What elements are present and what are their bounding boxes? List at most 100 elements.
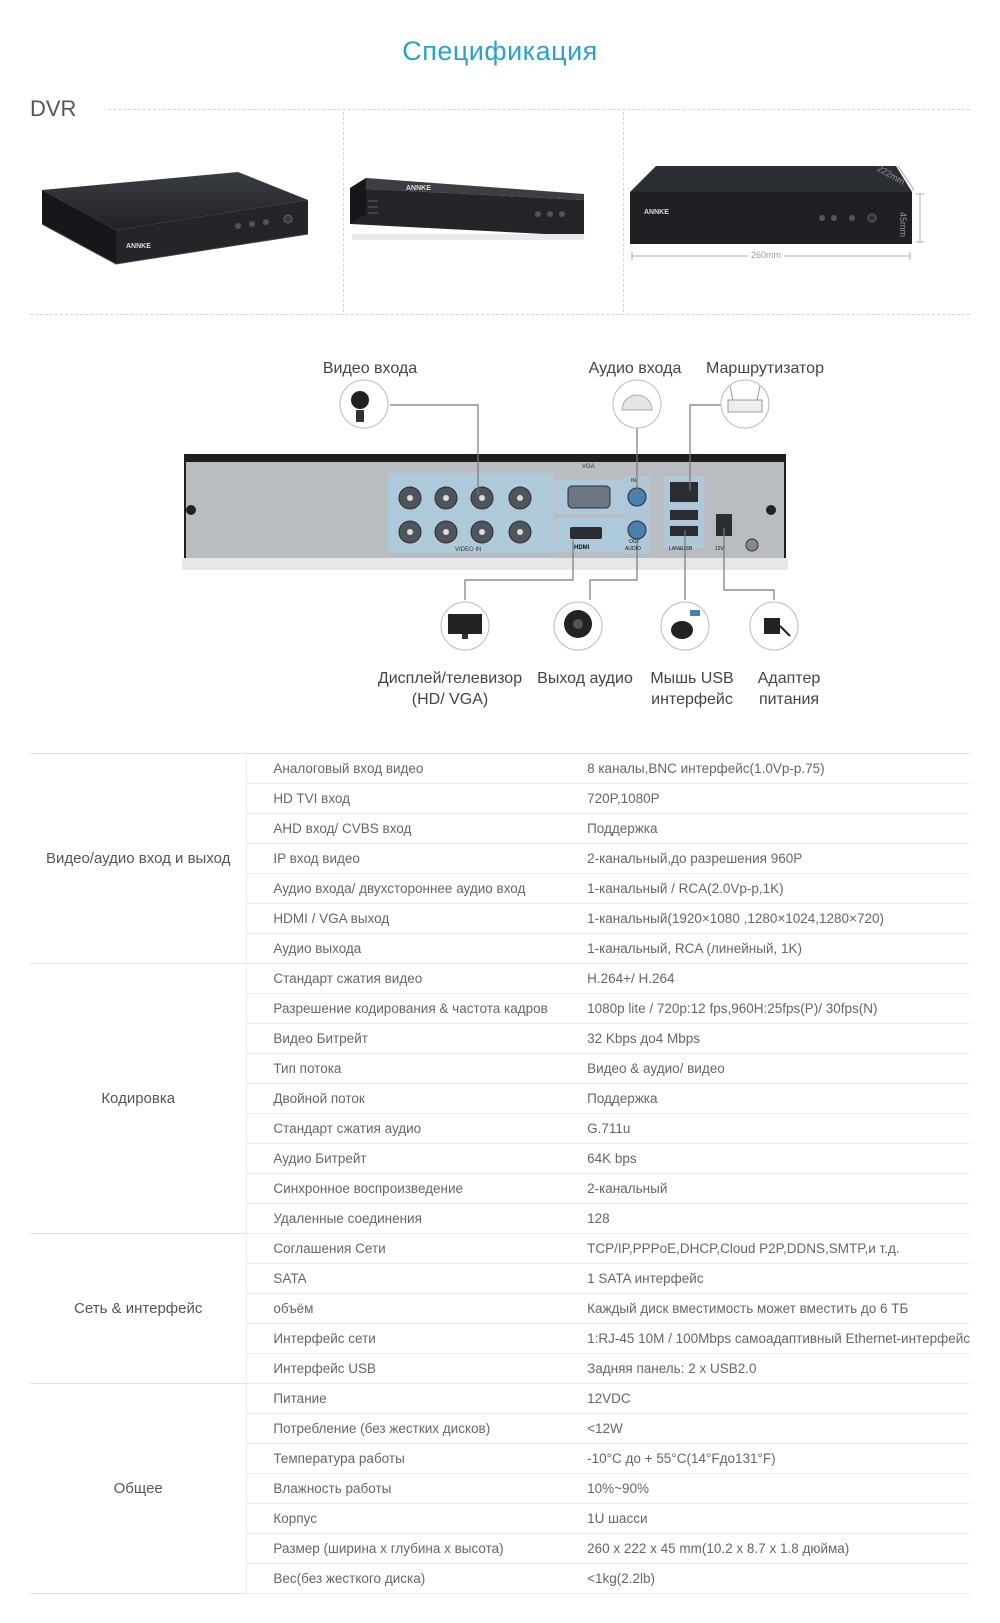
port-label-hdmi: HDMI [574,545,590,551]
spec-param: Аудио Битрейт [246,1143,588,1174]
table-row: Потребление (без жестких дисков)<12W [30,1413,970,1444]
label-audio-output-line1: Выход аудио [537,670,633,687]
divider [623,112,624,312]
spec-param: Температура работы [246,1443,588,1474]
spec-value: <12W [587,1413,970,1444]
dvr-photo-dimensions: ANNKE [630,165,924,260]
spec-category: Сеть & интерфейс [30,1233,248,1384]
vga-port [567,485,611,509]
spec-param: AHD вход/ CVBS вход [246,813,588,844]
spec-value: H.264+/ H.264 [587,963,970,994]
spec-param: Удаленные соединения [246,1203,588,1234]
spec-value: 128 [587,1203,970,1234]
camera-icon [339,379,389,429]
spec-value: TCP/IP,PPPoE,DHCP,Cloud P2P,DDNS,SMTP,и … [587,1233,970,1264]
spec-value: 1-канальный / RCA(2.0Vp-p,1K) [587,873,970,904]
divider [30,314,970,315]
spec-param: Питание [246,1383,588,1414]
spec-value: <1kg(2.2lb) [587,1563,970,1594]
spec-value: 260 x 222 x 45 mm(10.2 x 8.7 x 1.8 дюйма… [587,1533,970,1564]
spec-value: 1-канальный(1920×1080 ,1280×1024,1280×72… [587,903,970,934]
spec-value: 1U шасси [587,1503,970,1534]
spec-category: Общее [30,1383,248,1594]
port-label-out: OUT [629,539,640,545]
spec-param: Интерфейс сети [246,1323,588,1354]
brand-logo: ANNKE [406,185,431,192]
label-audio-input: Аудио входа [588,360,682,377]
spec-param: IP вход видео [246,843,588,874]
spec-param: HDMI / VGA выход [246,903,588,934]
spec-param: Видео Битрейт [246,1023,588,1054]
label-display: Дисплей/телевизор (HD/ VGA) [370,668,530,710]
port-label-audio: AUDIO [625,546,641,552]
dimension-height: 45mm [898,212,908,238]
spec-param: Стандарт сжатия видео [246,963,588,994]
spec-param: Аналоговый вход видео [246,753,588,784]
label-audio-output: Выход аудио [530,668,640,689]
table-row: Температура работы-10°C до + 55°C(14°Fдо… [30,1443,970,1474]
label-usb-mouse-line1: Мышь USB [650,670,734,687]
connection-diagram [182,379,799,651]
port-label-video-in: VIDEO IN [455,547,482,553]
mouse-icon [660,601,710,651]
spec-value: 1080p lite / 720p:12 fps,960H:25fps(P)/ … [587,993,970,1024]
port-label-lan-usb: LAN&USB [669,546,693,552]
usb-port [670,510,698,520]
power-port [716,514,732,536]
spec-param: Аудио входа/ двухстороннее аудио вход [246,873,588,904]
spec-value: 1 SATA интерфейс [587,1263,970,1294]
spec-value: 1:RJ-45 10M / 100Mbps самоадаптивный Eth… [587,1323,970,1354]
table-row: Вес(без жесткого диска)<1kg(2.2lb) [30,1563,970,1594]
spec-value: 12VDC [587,1383,970,1414]
label-display-line1: Дисплей/телевизор [377,670,523,687]
dvr-photo-front: ANNKE [350,178,584,240]
page-title: Спецификация [402,36,598,66]
spec-param: Двойной поток [246,1083,588,1114]
spec-param: Вес(без жесткого диска) [246,1563,588,1594]
label-power-adapter: Адаптер питания [744,668,834,710]
lan-port [670,482,698,502]
spec-value: Задняя панель: 2 x USB2.0 [587,1353,970,1384]
spec-value: Каждый диск вместимость может вместить д… [587,1293,970,1324]
spec-value: Поддержка [587,813,970,844]
spec-param: Влажность работы [246,1473,588,1504]
spec-param: Интерфейс USB [246,1353,588,1384]
dvr-photo-angled: ANNKE [41,172,309,265]
spec-category: Видео/аудио вход и выход [30,753,248,964]
spec-value: 2-канальный [587,1173,970,1204]
spec-param: Аудио выхода [246,933,588,964]
spec-param: Корпус [246,1503,588,1534]
microphone-icon [612,379,662,429]
spec-value: Поддержка [587,1083,970,1114]
label-usb-mouse: Мышь USB интерфейс [642,668,742,710]
router-icon [720,379,770,429]
dvr-section-label: DVR [30,96,77,121]
spec-param: Размер (ширина x глубина x высота) [246,1533,588,1564]
label-power-adapter-line2: питания [758,691,820,708]
spec-param: Разрешение кодирования & частота кадров [246,993,588,1024]
brand-logo: ANNKE [644,209,669,216]
spec-value: 8 каналы,BNC интерфейс(1.0Vp-p.75) [587,753,970,784]
label-power-adapter-line1: Адаптер [757,670,821,687]
monitor-icon [440,601,490,651]
divider [108,109,970,110]
spec-param: объём [246,1293,588,1324]
port-label-power: 12V [715,546,724,552]
